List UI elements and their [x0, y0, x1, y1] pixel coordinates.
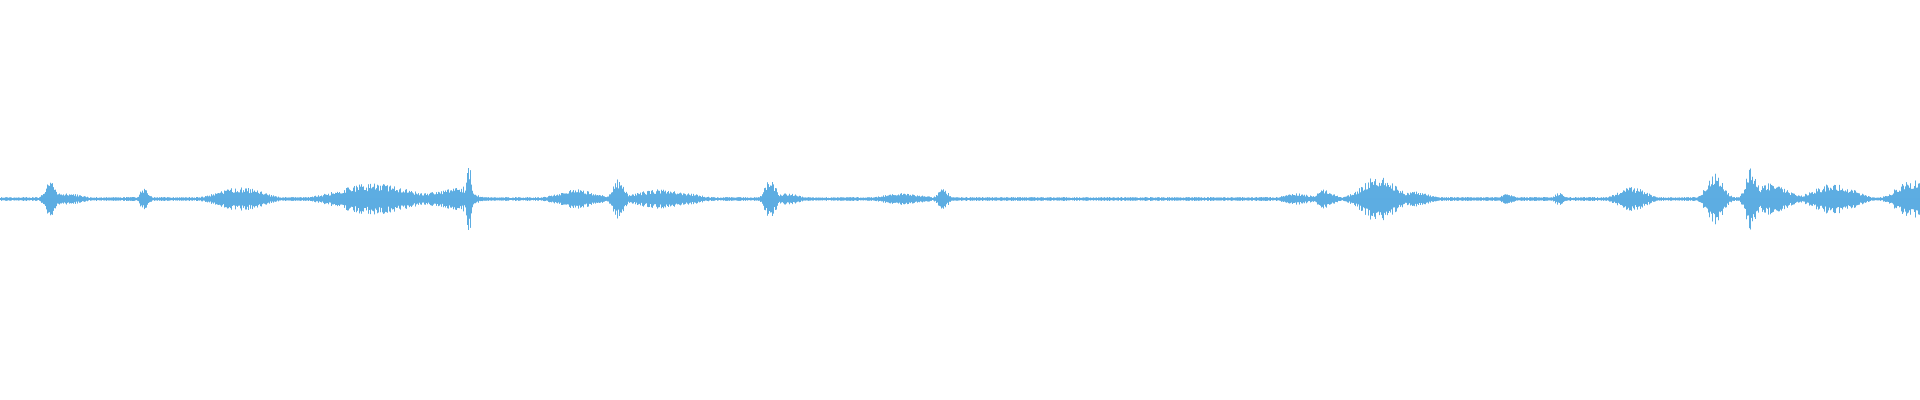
waveform-graphic: [0, 167, 1920, 231]
